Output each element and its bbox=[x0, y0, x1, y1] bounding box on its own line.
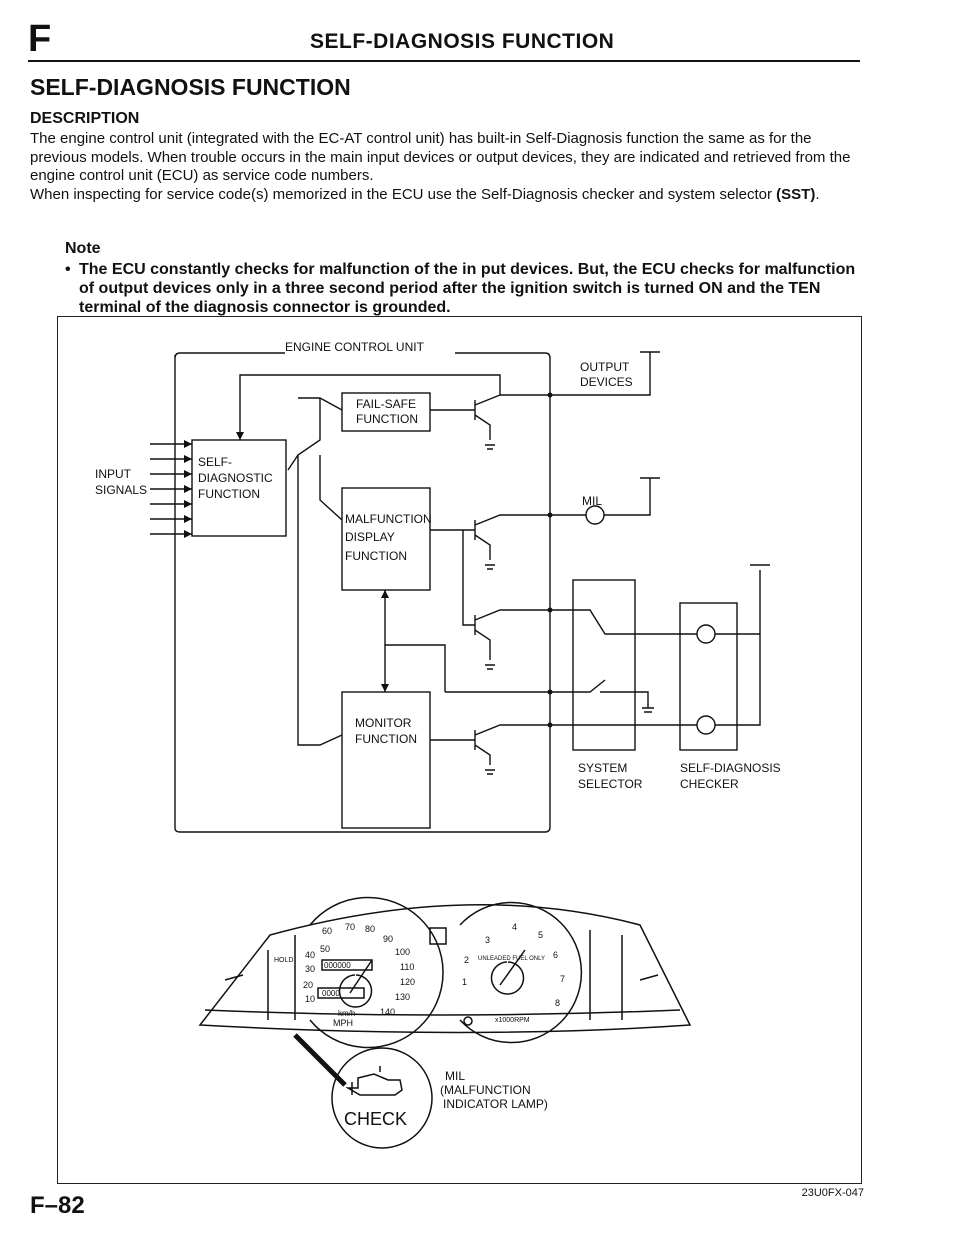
section-title: SELF-DIAGNOSIS FUNCTION bbox=[30, 74, 351, 100]
mil-callout-3: INDICATOR LAMP) bbox=[443, 1097, 548, 1111]
self-diag-label-2: DIAGNOSTIC bbox=[198, 471, 273, 485]
speed-tick-100: 100 bbox=[395, 947, 410, 957]
header-rule bbox=[28, 60, 860, 62]
rpm-tick-2: 2 bbox=[464, 955, 469, 965]
description-body: The engine control unit (integrated with… bbox=[30, 130, 860, 204]
rpm-tick-3: 3 bbox=[485, 935, 490, 945]
speed-tick-90: 90 bbox=[383, 934, 393, 944]
mil-callout-2: (MALFUNCTION bbox=[440, 1083, 531, 1097]
rpm-tick-6: 6 bbox=[553, 950, 558, 960]
check-lamp-text: CHECK bbox=[344, 1109, 407, 1129]
note-body: • The ECU constantly checks for malfunct… bbox=[65, 260, 865, 317]
speed-tick-50: 50 bbox=[320, 944, 330, 954]
speed-tick-20: 20 bbox=[303, 980, 313, 990]
speed-tick-110: 110 bbox=[400, 962, 414, 972]
speed-tick-10: 10 bbox=[305, 994, 315, 1004]
rpm-tick-7: 7 bbox=[560, 974, 565, 984]
checker-label-1: SELF-DIAGNOSIS bbox=[680, 761, 781, 775]
section-letter: F bbox=[28, 18, 52, 60]
description-para-1: The engine control unit (integrated with… bbox=[30, 130, 851, 184]
figure-id: 23U0FX-047 bbox=[801, 1187, 864, 1199]
figure-frame bbox=[57, 316, 862, 1184]
instrument-cluster-illustration bbox=[198, 896, 692, 1149]
rpm-tick-5: 5 bbox=[538, 930, 543, 940]
odometer: 000000 bbox=[324, 961, 351, 970]
mph-label: MPH bbox=[333, 1018, 353, 1028]
self-diag-label-3: FUNCTION bbox=[198, 487, 260, 501]
description-para-2: When inspecting for service code(s) memo… bbox=[30, 185, 820, 203]
input-label-2: SIGNALS bbox=[95, 483, 147, 497]
note-heading: Note bbox=[65, 240, 101, 257]
ecu-label: ENGINE CONTROL UNIT bbox=[285, 340, 425, 354]
rpm-label: x1000RPM bbox=[495, 1017, 530, 1024]
running-header-title: SELF-DIAGNOSIS FUNCTION bbox=[310, 30, 615, 53]
malfunction-label-2: DISPLAY bbox=[345, 530, 395, 544]
malfunction-label-1: MALFUNCTION bbox=[345, 512, 432, 526]
output-label-1: OUTPUT bbox=[580, 360, 630, 374]
fuel-note: UNLEADED FUEL ONLY bbox=[478, 956, 545, 962]
trip-meter: 0000 bbox=[322, 989, 340, 998]
speed-tick-40: 40 bbox=[305, 950, 315, 960]
rpm-tick-1: 1 bbox=[462, 977, 467, 987]
failsafe-label-2: FUNCTION bbox=[356, 412, 418, 426]
checker-label-2: CHECKER bbox=[680, 777, 739, 791]
sst-label: (SST) bbox=[776, 185, 816, 203]
monitor-label-2: FUNCTION bbox=[355, 732, 417, 746]
failsafe-label-1: FAIL-SAFE bbox=[356, 397, 416, 411]
input-label-1: INPUT bbox=[95, 467, 132, 481]
output-label-2: DEVICES bbox=[580, 375, 633, 389]
speed-tick-140: 140 bbox=[380, 1007, 395, 1017]
kmh-label: km/h bbox=[338, 1009, 355, 1018]
note-text: The ECU constantly checks for malfunctio… bbox=[79, 261, 856, 316]
speed-tick-60: 60 bbox=[322, 926, 332, 936]
hold-label: HOLD bbox=[274, 957, 293, 964]
rpm-tick-8: 8 bbox=[555, 998, 560, 1008]
system-selector-label-2: SELECTOR bbox=[578, 777, 643, 791]
mil-callout-1: MIL bbox=[445, 1069, 465, 1083]
rpm-tick-4: 4 bbox=[512, 922, 517, 932]
speed-tick-120: 120 bbox=[400, 977, 415, 987]
self-diag-label-1: SELF- bbox=[198, 455, 232, 469]
description-heading: DESCRIPTION bbox=[30, 110, 140, 127]
bullet-icon: • bbox=[65, 261, 71, 278]
monitor-label-1: MONITOR bbox=[355, 716, 412, 730]
page-number: F–82 bbox=[30, 1192, 85, 1219]
speed-tick-130: 130 bbox=[395, 992, 410, 1002]
speed-tick-30: 30 bbox=[305, 964, 315, 974]
speed-tick-70: 70 bbox=[345, 922, 355, 932]
mil-diagram-label: MIL bbox=[582, 494, 602, 508]
speed-tick-80: 80 bbox=[365, 924, 375, 934]
malfunction-label-3: FUNCTION bbox=[345, 549, 407, 563]
system-selector-label-1: SYSTEM bbox=[578, 761, 627, 775]
